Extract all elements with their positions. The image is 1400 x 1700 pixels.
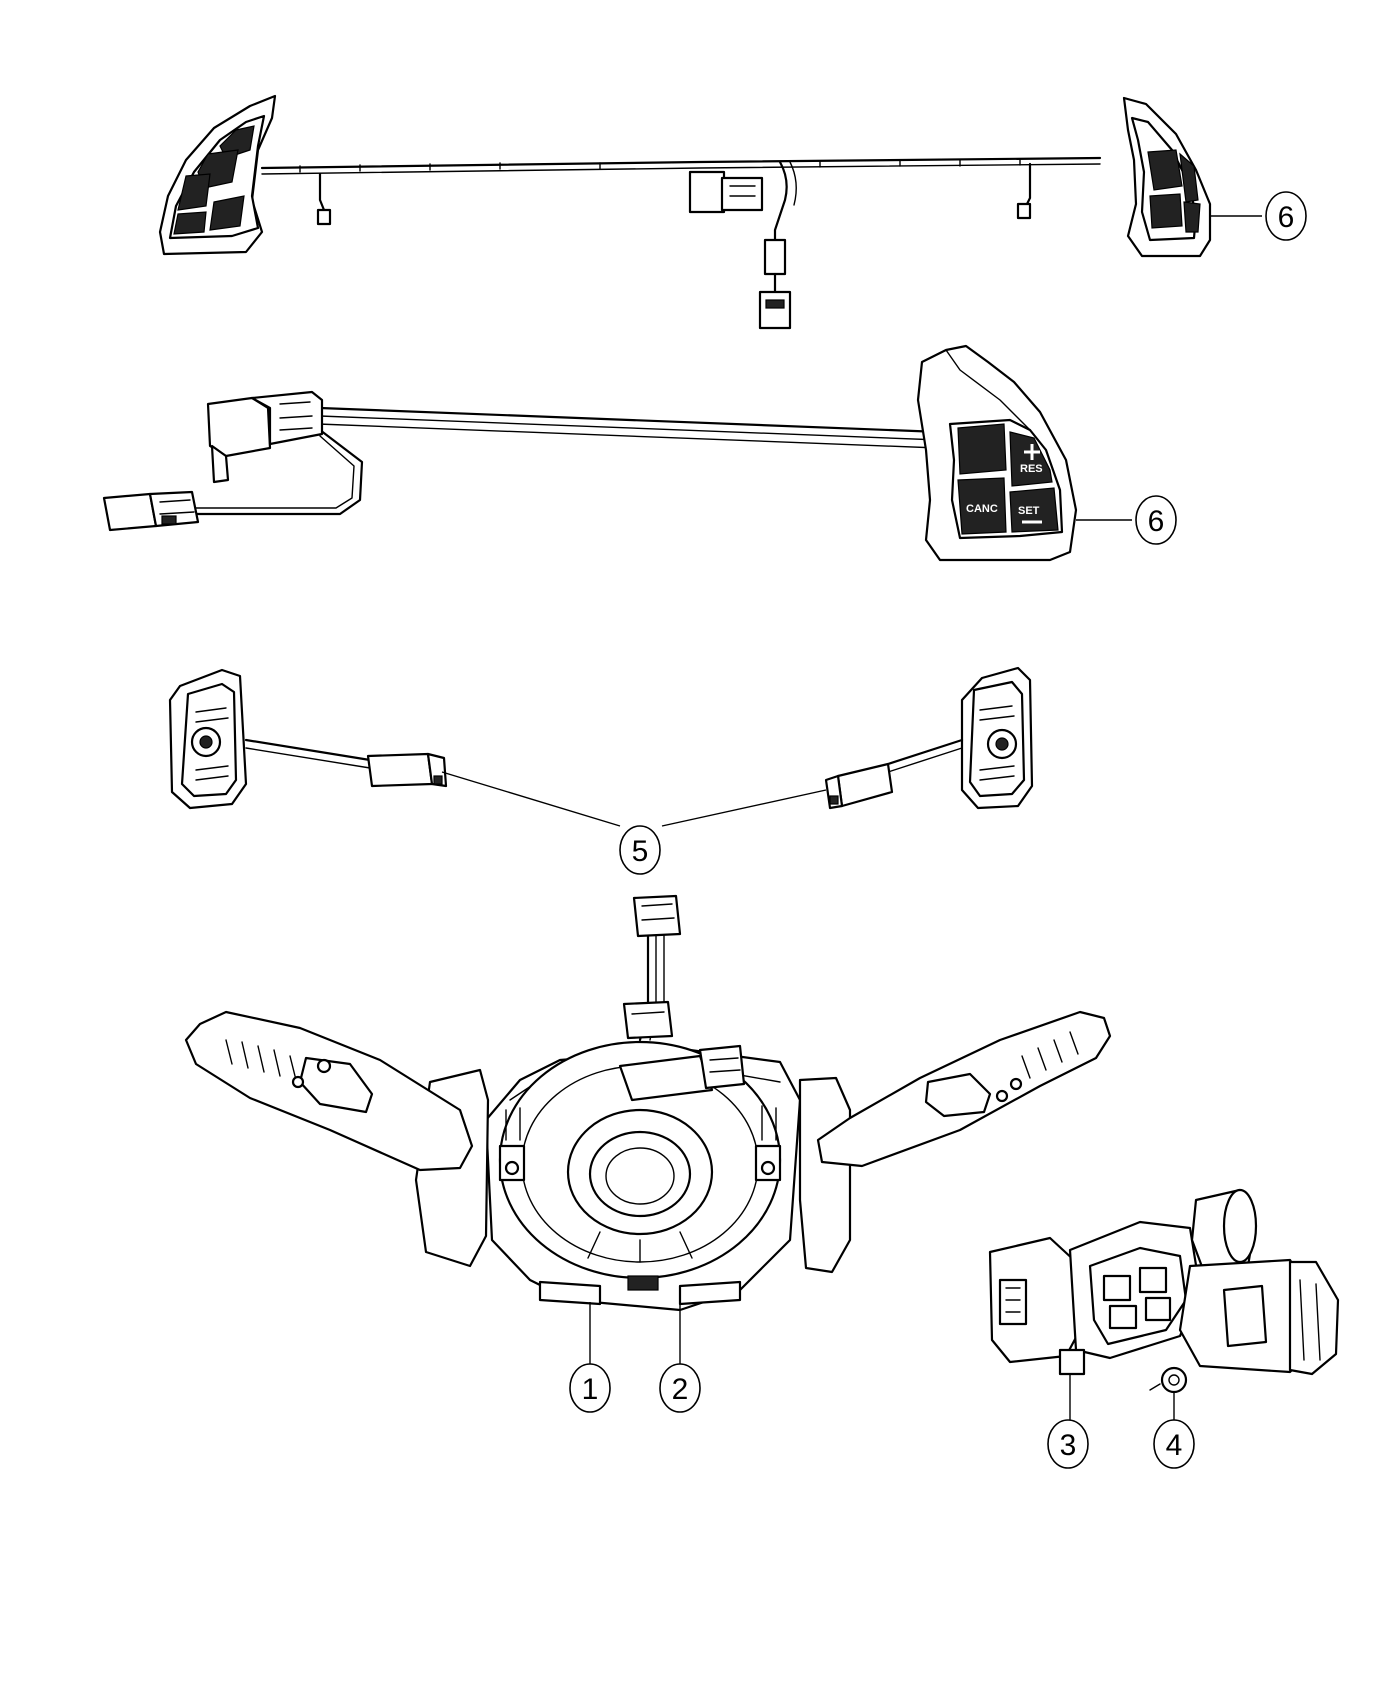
svg-text:6: 6 bbox=[1148, 505, 1165, 538]
callout-1: 1 bbox=[569, 1363, 611, 1413]
rocker-switch-pair-assembly bbox=[168, 666, 1034, 810]
svg-text:3: 3 bbox=[1060, 1429, 1077, 1462]
svg-text:4: 4 bbox=[1166, 1429, 1183, 1462]
set-button-label: SET bbox=[1018, 505, 1040, 517]
callout-6a: 6 bbox=[1265, 191, 1307, 241]
leader-lines bbox=[441, 215, 1262, 1420]
callout-5: 5 bbox=[619, 825, 661, 875]
steering-wheel-switch-harness-assembly bbox=[158, 94, 1212, 330]
multifunction-switch-assembly bbox=[184, 894, 1112, 1312]
svg-text:1: 1 bbox=[582, 1373, 599, 1406]
ignition-switch-assembly bbox=[988, 1188, 1340, 1394]
callout-4: 4 bbox=[1153, 1419, 1195, 1469]
callout-2: 2 bbox=[659, 1363, 701, 1413]
res-button-label: RES bbox=[1020, 463, 1043, 475]
callout-3: 3 bbox=[1047, 1419, 1089, 1469]
cancel-button-label: CANC bbox=[966, 503, 998, 515]
svg-text:2: 2 bbox=[672, 1373, 689, 1406]
svg-text:5: 5 bbox=[632, 835, 649, 868]
steering-wheel-switch-single-pod-assembly: CANC SET RES bbox=[102, 344, 1078, 562]
svg-text:6: 6 bbox=[1278, 201, 1295, 234]
callout-6b: 6 bbox=[1135, 495, 1177, 545]
